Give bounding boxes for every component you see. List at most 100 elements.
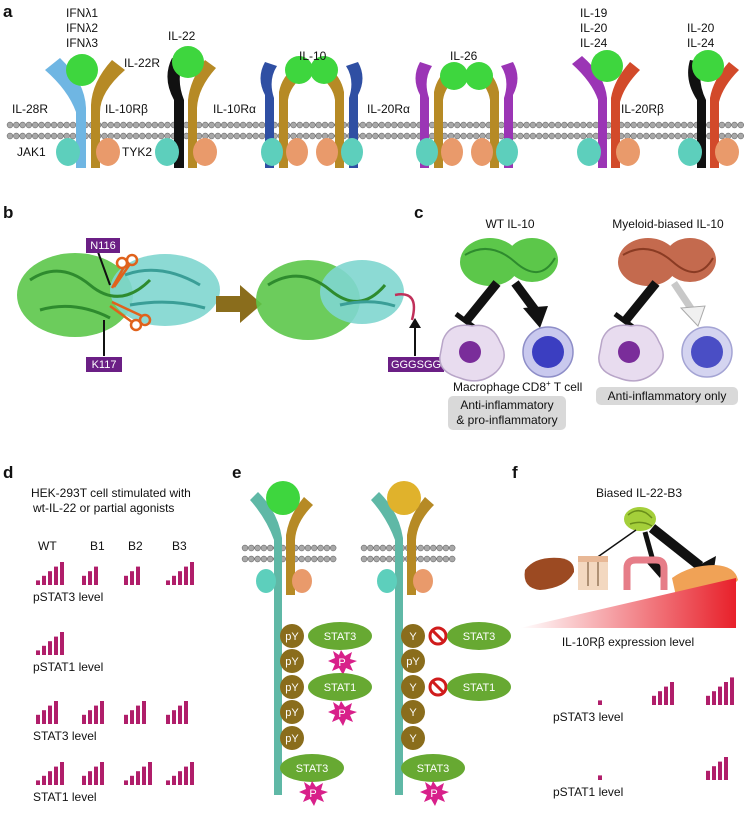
a-lipid-head-top: [529, 121, 537, 129]
expression-gradient: [520, 578, 736, 628]
receptor-complex-il26: IL-26 IL-20Rα: [367, 49, 518, 168]
a-lipid-head-bottom: [132, 132, 140, 140]
a-lipid-head-top: [44, 121, 51, 129]
a-lipid-head-top: [158, 121, 165, 129]
a-lipid-head-top: [359, 121, 366, 129]
panel-b-letter: b: [3, 203, 13, 222]
a-lipid-head-top: [164, 121, 171, 129]
panel-d-letter: d: [3, 463, 13, 482]
e-left-lipid-head-top: [260, 544, 268, 552]
e-left-lipid-head-bottom: [317, 555, 324, 563]
signaling-wt-il22: pY pY pY pY pY STAT3 P STAT1 P STAT3 P: [250, 481, 372, 806]
a-lipid-head-bottom: [535, 132, 543, 140]
panel-d-row3-col3-bar: [184, 766, 188, 785]
panel-f-row0-col2-bar: [670, 682, 674, 705]
panel-d-row3-col2-bar: [124, 780, 128, 785]
il22r-chain-6: [688, 60, 706, 168]
receptor-complex-il20-24: IL-20 IL-24: [678, 21, 739, 168]
e-right-lipid-head-top: [436, 544, 443, 552]
a-lipid-head-top: [542, 121, 549, 129]
e-left-lipid-head-bottom: [311, 555, 318, 563]
panel-d-row-label-3: STAT1 level: [33, 790, 97, 804]
a-lipid-head-bottom: [101, 132, 108, 140]
a-lipid-head-bottom: [718, 132, 726, 140]
jak1-kinase-e-left: [256, 569, 276, 593]
a-lipid-head-top: [454, 121, 461, 129]
e-left-lipid-head-top: [317, 544, 324, 552]
a-lipid-head-bottom: [517, 132, 524, 140]
a-lipid-head-bottom: [447, 132, 455, 140]
phospho-y-label-3: pY: [285, 682, 299, 694]
a-lipid-head-bottom: [661, 132, 669, 140]
phospho-star-label-3: P: [309, 788, 316, 800]
panel-e-letter: e: [232, 463, 241, 482]
group5-label-3: IL-24: [580, 36, 608, 50]
a-lipid-head-bottom: [302, 132, 310, 140]
a-lipid-head-top: [13, 121, 20, 129]
a-lipid-head-bottom: [296, 132, 303, 140]
panel-f-row1-col3-bar: [712, 766, 716, 780]
a-lipid-head-bottom: [466, 132, 474, 140]
stat3-bottom-right: [401, 754, 465, 782]
panel-d-row2-col3-bar: [178, 705, 182, 724]
panel-d-row0-col2-bar: [136, 566, 140, 585]
no-entry-icon-stat1: [428, 677, 448, 697]
a-lipid-head-bottom: [208, 132, 215, 140]
panel-d-row2-col1-bar: [82, 714, 86, 724]
group5-label-2: IL-20: [580, 21, 608, 35]
panel-d-row-label-0: pSTAT3 level: [33, 590, 103, 604]
a-lipid-head-top: [410, 121, 417, 129]
panel-d-row1-col0-bar: [48, 641, 52, 655]
panel-d-row0-col3-bar: [178, 571, 182, 585]
stat3-bottom-right-label: STAT3: [417, 763, 450, 775]
panel-d-row3-col2-bar: [142, 766, 146, 785]
il20ra-label: IL-20Rα: [367, 102, 410, 116]
a-lipid-head-top: [655, 121, 663, 129]
panel-d-row2-col1-bar: [100, 701, 104, 724]
panel-d-row0-col1-bar: [88, 571, 92, 585]
e-right-lipid-head-top: [449, 544, 456, 552]
panel-d-row3-col2-bar: [136, 771, 140, 785]
il10rb-label: IL-10Rβ: [105, 102, 148, 116]
a-lipid-head-top: [139, 121, 146, 129]
a-lipid-head-top: [668, 121, 675, 129]
panel-d-row2-col3-bar: [184, 701, 188, 724]
a-lipid-head-top: [661, 121, 669, 129]
panel-f-row0-col3-bar: [712, 691, 716, 705]
a-lipid-head-bottom: [139, 132, 146, 140]
panel-d-row0-col3-bar: [166, 580, 170, 585]
a-lipid-head-bottom: [113, 132, 121, 140]
panel-d-row3-col1-bar: [94, 766, 98, 785]
k117-tag: [86, 357, 122, 372]
stat3-top-right-label: STAT3: [463, 631, 496, 643]
a-lipid-head-top: [221, 121, 228, 129]
phospho-y-4: [280, 700, 304, 724]
panel-d-row0-col3-bar: [190, 562, 194, 585]
a-lipid-head-top: [208, 121, 215, 129]
a-lipid-head-bottom: [542, 132, 549, 140]
phospho-star-3: [299, 781, 328, 806]
panel-d-row0-col0-bar: [60, 562, 64, 585]
a-lipid-head-bottom: [25, 132, 33, 140]
gradient-label: IL-10Rβ expression level: [562, 635, 694, 649]
panel-d-row3-col1-bar: [100, 762, 104, 785]
a-lipid-head-top: [302, 121, 310, 129]
e-right-lipid-head-top: [367, 544, 374, 552]
n116-pointer: [97, 251, 111, 286]
panel-d-row0-col3-bar: [184, 566, 188, 585]
e-left-lipid-head-bottom: [260, 555, 268, 563]
tyk2-kinase-e-right: [413, 569, 433, 593]
panel-d-row1-col0-bar: [42, 645, 46, 655]
a-lipid-head-top: [69, 121, 77, 129]
a-lipid-head-bottom: [372, 132, 379, 140]
a-lipid-head-top: [296, 121, 303, 129]
a-lipid-head-top: [592, 121, 600, 129]
a-lipid-head-top: [479, 121, 486, 129]
e-right-lipid-head-top: [379, 544, 387, 552]
ifn-lambda-cytokine: [66, 54, 98, 86]
myeloid-inhibit-macrophage: [622, 280, 660, 323]
a-lipid-head-top: [460, 121, 467, 129]
a-lipid-head-bottom: [630, 132, 637, 140]
tyrosine-2: [401, 649, 425, 673]
